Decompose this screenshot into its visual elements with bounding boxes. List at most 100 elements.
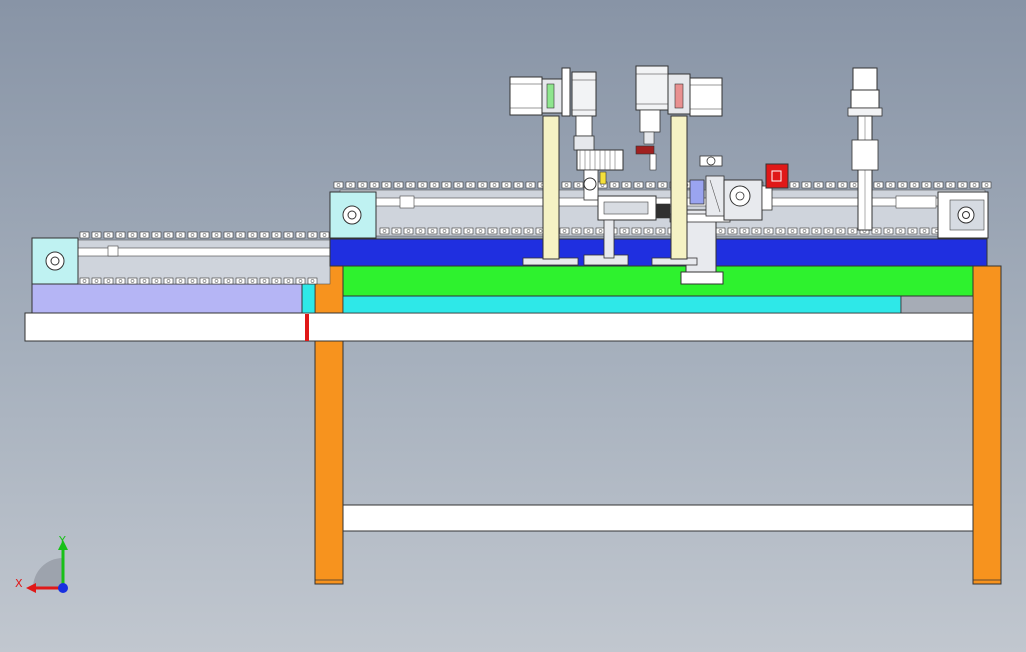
chain-link <box>319 231 330 239</box>
chain-link <box>561 181 572 189</box>
chain-pin <box>850 229 855 233</box>
chain-pin <box>622 229 627 233</box>
chain-link <box>813 181 824 189</box>
gray-plate-end <box>900 295 974 314</box>
cyan-joint-block <box>301 283 316 314</box>
chain-link <box>921 181 932 189</box>
chain-pin <box>492 183 497 187</box>
chain-pin <box>598 229 603 233</box>
chain-link <box>945 181 956 189</box>
triad-x-label: X <box>15 577 23 590</box>
lower-crossbar <box>342 504 974 532</box>
chain-link <box>91 277 102 285</box>
chain-link <box>475 227 486 235</box>
chain-pin <box>372 183 377 187</box>
chain-pin <box>852 183 857 187</box>
chain-pin <box>202 279 207 283</box>
left-conveyor-rail <box>39 239 331 285</box>
chain-link <box>789 181 800 189</box>
chain-link <box>465 181 476 189</box>
chain-link <box>187 231 198 239</box>
chain-link <box>393 181 404 189</box>
chain-pin <box>226 233 231 237</box>
chain-link <box>271 277 282 285</box>
chain-link <box>571 227 582 235</box>
blue-sensor <box>689 179 705 205</box>
chain-link <box>103 277 114 285</box>
chain-pin <box>382 229 387 233</box>
chain-pin <box>336 183 341 187</box>
chain-pin <box>360 183 365 187</box>
chain-pin <box>394 229 399 233</box>
chain-pin <box>250 279 255 283</box>
chain-pin <box>660 183 665 187</box>
chain-link <box>403 227 414 235</box>
chain-pin <box>984 183 989 187</box>
chain-pin <box>478 229 483 233</box>
chain-link <box>633 181 644 189</box>
chain-link <box>381 181 392 189</box>
chain-link <box>727 227 738 235</box>
chain-pin <box>972 183 977 187</box>
bracket-foot <box>680 271 724 285</box>
chain-link <box>151 231 162 239</box>
chain-pin <box>274 279 279 283</box>
chain-link <box>441 181 452 189</box>
chain-pin <box>408 183 413 187</box>
chain-link <box>115 231 126 239</box>
chain-link <box>583 227 594 235</box>
red-coupling <box>674 83 684 109</box>
pale-yellow-column-right <box>670 115 688 260</box>
chain-link <box>525 181 536 189</box>
chain-pin <box>286 279 291 283</box>
chain-link <box>307 277 318 285</box>
chain-link <box>379 227 390 235</box>
chain-pin <box>154 279 159 283</box>
chain-link <box>175 231 186 239</box>
chain-link <box>211 277 222 285</box>
chain-pin <box>924 183 929 187</box>
cyan-plate <box>342 295 902 314</box>
chain-link <box>811 227 822 235</box>
chain-link <box>559 227 570 235</box>
chain-link <box>127 231 138 239</box>
chain-pin <box>190 233 195 237</box>
left-upper-chain <box>79 231 330 239</box>
chain-pin <box>790 229 795 233</box>
chain-link <box>919 227 930 235</box>
motor-housing-left <box>509 76 543 116</box>
chain-pin <box>816 183 821 187</box>
red-marker <box>305 314 309 341</box>
chain-pin <box>876 183 881 187</box>
chain-pin <box>142 279 147 283</box>
chain-pin <box>730 229 735 233</box>
chain-link <box>91 231 102 239</box>
right-upper-chain <box>333 181 992 189</box>
chain-link <box>211 231 222 239</box>
chain-link <box>463 227 474 235</box>
chain-pin <box>238 279 243 283</box>
chain-pin <box>516 183 521 187</box>
chain-pin <box>190 279 195 283</box>
chain-link <box>957 181 968 189</box>
chain-link <box>477 181 488 189</box>
chain-link <box>283 277 294 285</box>
chain-link <box>235 231 246 239</box>
chain-link <box>295 231 306 239</box>
chain-pin <box>432 183 437 187</box>
servo-motor-right <box>635 65 669 111</box>
chain-pin <box>238 233 243 237</box>
chain-pin <box>646 229 651 233</box>
chain-link <box>825 181 836 189</box>
chain-pin <box>286 233 291 237</box>
chain-pin <box>874 229 879 233</box>
chain-link <box>981 181 992 189</box>
chain-pin <box>564 183 569 187</box>
chain-link <box>823 227 834 235</box>
chain-pin <box>802 229 807 233</box>
chain-pin <box>828 183 833 187</box>
chain-pin <box>922 229 927 233</box>
chain-pin <box>826 229 831 233</box>
chain-pin <box>106 233 111 237</box>
